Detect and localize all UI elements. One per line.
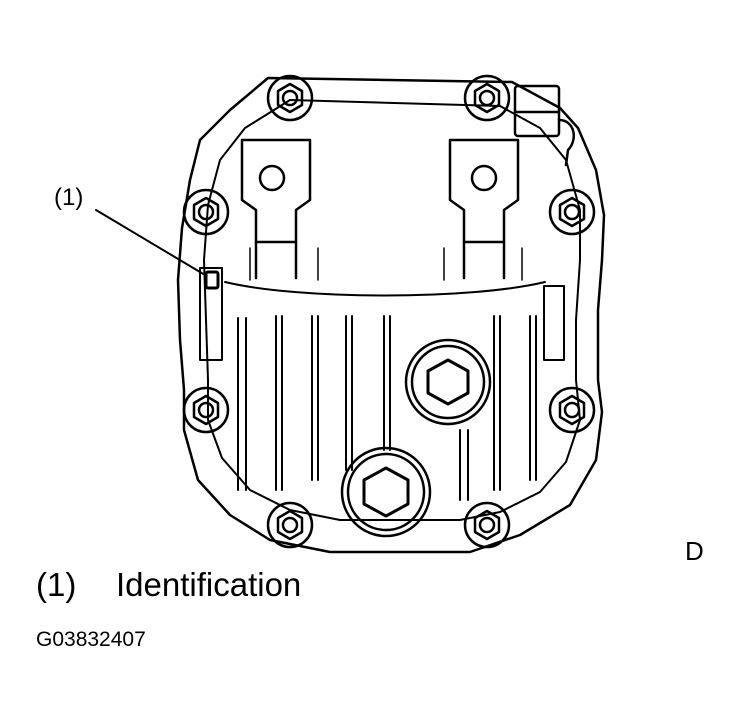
drain-plug <box>340 446 432 538</box>
bolt-mid-left-lower <box>182 386 230 434</box>
view-label: D <box>685 536 704 566</box>
rib-top-edge <box>224 281 546 297</box>
identification-mark <box>204 270 220 290</box>
callout-label: (1) <box>54 184 84 211</box>
bolt-top-right <box>463 74 511 122</box>
upper-right-boss <box>443 138 523 281</box>
fill-plug <box>404 338 492 426</box>
callout-leader-line <box>95 209 206 276</box>
housing-outline <box>176 76 606 554</box>
bolt-group <box>182 74 596 549</box>
legend-key: (1) <box>36 566 77 603</box>
bolt-bottom-left <box>266 501 314 549</box>
cooling-fins <box>237 315 537 501</box>
bolt-mid-right-upper <box>548 188 596 236</box>
bolt-bottom-right <box>463 501 511 549</box>
breather-fitting <box>513 84 576 167</box>
bolt-mid-right-lower <box>548 386 596 434</box>
figure-code: G03832407 <box>36 628 146 651</box>
upper-left-boss <box>240 138 319 281</box>
legend-text: Identification <box>116 566 302 603</box>
flange-inner-outline <box>203 99 581 521</box>
right-slot <box>543 285 565 361</box>
left-slot <box>199 267 223 361</box>
bolt-mid-left-upper <box>182 188 230 236</box>
bolt-top-left <box>266 74 314 122</box>
